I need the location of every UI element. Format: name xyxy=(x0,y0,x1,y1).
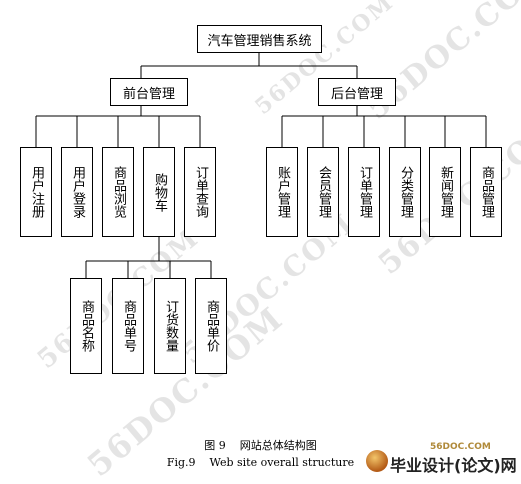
caption-chinese: 图 9 网站总体结构图 xyxy=(204,439,317,452)
site-logo: 56DOC.COM 毕业设计(论文)网 xyxy=(352,440,518,476)
back-child-node: 订单管理 xyxy=(348,147,380,237)
front-management-node: 前台管理 xyxy=(110,78,188,106)
back-child-node: 分类管理 xyxy=(389,147,421,237)
front-child-node-cart: 购物车 xyxy=(143,147,175,237)
front-child-node: 用户登录 xyxy=(61,147,93,237)
back-child-node: 商品管理 xyxy=(470,147,502,237)
root-node: 汽车管理销售系统 xyxy=(197,25,322,53)
logo-globe-icon xyxy=(366,450,388,472)
front-child-node: 商品浏览 xyxy=(102,147,134,237)
front-child-node: 订单查询 xyxy=(184,147,216,237)
caption-english: Fig.9 Web site overall structure xyxy=(166,456,355,469)
back-child-node: 账户管理 xyxy=(266,147,298,237)
logo-url: 56DOC.COM xyxy=(430,442,491,452)
cart-child-node: 商品名称 xyxy=(70,278,102,374)
cart-child-node: 商品单号 xyxy=(112,278,144,374)
logo-text: 毕业设计(论文)网 xyxy=(390,456,517,475)
back-child-node: 会员管理 xyxy=(307,147,339,237)
front-child-node: 用户注册 xyxy=(20,147,52,237)
back-child-node: 新闻管理 xyxy=(429,147,461,237)
cart-child-node: 订货数量 xyxy=(154,278,186,374)
cart-child-node: 商品单价 xyxy=(195,278,227,374)
back-management-node: 后台管理 xyxy=(318,78,396,106)
